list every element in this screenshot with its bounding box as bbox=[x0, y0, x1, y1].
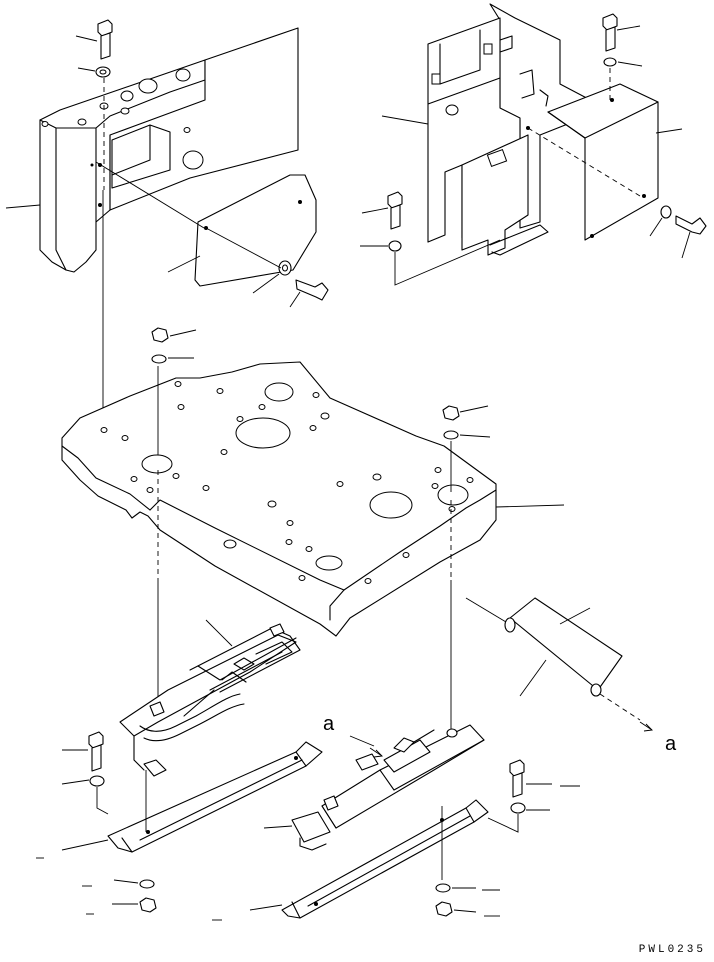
floor-plate bbox=[61, 361, 497, 637]
bolt-top-left bbox=[95, 19, 113, 78]
nut-center-left bbox=[151, 327, 169, 364]
nut-center-right bbox=[442, 405, 460, 440]
callout-a-left: a bbox=[323, 713, 335, 735]
bolt-lower-right bbox=[509, 759, 526, 814]
callout-a-right: a bbox=[665, 733, 677, 755]
nut-lower-right bbox=[435, 883, 453, 917]
bolt-lower-left bbox=[88, 731, 105, 787]
drawing-code: PWL0235 bbox=[638, 944, 706, 956]
rear-bracket-assembly bbox=[427, 3, 659, 256]
bolt-top-right bbox=[602, 13, 618, 67]
side-cover-plate bbox=[194, 174, 317, 287]
harness-connector-cover bbox=[504, 597, 623, 697]
seat-slide-left bbox=[119, 623, 301, 777]
cover-bolt bbox=[660, 205, 707, 235]
panel-bolt bbox=[387, 191, 403, 252]
nut-lower-left bbox=[139, 879, 157, 913]
lower-rail-right bbox=[281, 799, 489, 919]
seat-slide-right bbox=[291, 724, 485, 851]
side-bolt bbox=[278, 260, 329, 301]
lower-rail-left bbox=[107, 741, 323, 853]
left-console-bracket bbox=[39, 27, 299, 273]
